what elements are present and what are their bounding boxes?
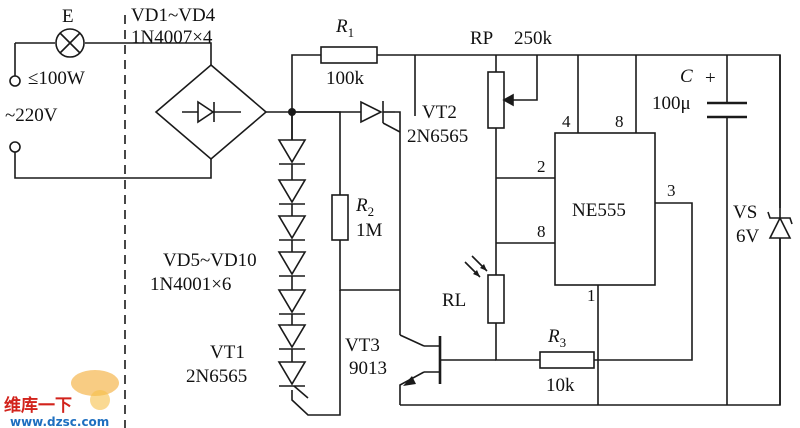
vt2-ref-label: VT2	[422, 102, 457, 123]
diode-icon	[277, 179, 307, 204]
vt3-leads	[424, 345, 440, 373]
lamp-power-label: ≤100W	[28, 68, 85, 89]
lamp-label: E	[62, 6, 74, 27]
vt1-ref-label: VT1	[210, 342, 245, 363]
bridge-rectifier	[154, 63, 268, 161]
scr-vt1-gate	[293, 385, 309, 399]
wire-vt3-collector	[399, 334, 425, 347]
mains-voltage-label: ~220V	[5, 105, 58, 126]
c-ref-label: C	[680, 66, 693, 87]
r1-value-label: 100k	[326, 68, 365, 89]
wire-to-r1	[291, 54, 321, 112]
pin-3-label: 3	[667, 181, 676, 200]
potentiometer-wiper-arrow-icon	[502, 93, 514, 107]
vt3-emitter-arrow-icon	[403, 376, 416, 386]
r2-ref-label: R2	[355, 195, 374, 219]
watermark-logo-face-icon	[90, 390, 110, 410]
mains-terminal-bottom	[9, 141, 21, 153]
resistor-r1	[320, 46, 378, 64]
watermark-url-text: www.dzsc.com	[10, 415, 109, 428]
resistor-r2	[331, 194, 349, 241]
ic-ne555	[554, 132, 656, 286]
wire-lamp-to-bridge	[15, 42, 212, 65]
diode-icon	[277, 251, 307, 276]
diode-icon	[277, 324, 307, 349]
scr-vt2-gate	[382, 122, 401, 133]
pin-1-label: 1	[587, 286, 596, 305]
mains-terminal-top	[9, 75, 21, 87]
bridge-part-label: 1N4007×4	[131, 27, 213, 48]
scr-vt2	[360, 100, 401, 133]
zener-icon	[768, 216, 792, 239]
diode-icon	[277, 289, 307, 314]
bridge-ref-label: VD1~VD4	[131, 5, 216, 26]
vt2-part-label: 2N6565	[407, 126, 468, 147]
wire-r2-bottom	[339, 240, 400, 291]
lamp-e	[55, 28, 85, 58]
wire-terminal-bottom	[14, 152, 212, 179]
scr-vt1-icon	[277, 361, 307, 386]
wire-rp-wiper	[510, 55, 538, 101]
r3-value-label: 10k	[546, 375, 575, 396]
photoresistor-body	[487, 274, 505, 324]
watermark-logo-icon	[71, 370, 119, 396]
wire-pin3-to-r3	[594, 202, 693, 361]
potentiometer-rp	[487, 71, 514, 129]
resistor-r3	[539, 351, 595, 369]
photoresistor-rl	[464, 255, 505, 324]
vt3-ref-label: VT3	[345, 335, 380, 356]
vt3-part-label: 9013	[349, 358, 387, 379]
pin-4-label: 4	[562, 112, 571, 131]
vt1-part-label: 2N6565	[186, 366, 247, 387]
rl-ref-label: RL	[442, 290, 466, 311]
ic-name-label: NE555	[572, 200, 626, 221]
light-arrow-head	[480, 264, 487, 271]
c-polarity-label: +	[705, 68, 716, 89]
rp-ref-label: RP	[470, 28, 493, 49]
labels: E ≤100W ~220V VD1~VD4 1N4007×4 R1 100k R…	[5, 5, 760, 396]
c-value-label: 100μ	[652, 93, 691, 114]
pin-8-side-label: 8	[537, 222, 546, 241]
wire-rl-to-r3	[495, 323, 540, 361]
diode-chain-ref-label: VD5~VD10	[163, 250, 257, 271]
transistor-vt3	[403, 336, 442, 386]
wire-to-r2	[292, 111, 341, 195]
r1-ref-label: R1	[335, 16, 354, 40]
watermark: 维库一下 www.dzsc.com	[4, 370, 119, 428]
light-arrow-head	[473, 270, 480, 277]
potentiometer-body	[487, 71, 505, 129]
lamp-cross	[59, 32, 81, 54]
vs-ref-label: VS	[733, 202, 757, 223]
r3-ref-label: R3	[547, 326, 566, 350]
watermark-brand-text: 维库一下	[4, 395, 72, 416]
capacitor-c	[707, 101, 747, 119]
diode-icon	[277, 215, 307, 240]
wire-chain-bottom	[291, 290, 341, 416]
scr-vt2-icon	[360, 100, 383, 124]
rp-value-label: 250k	[514, 28, 553, 49]
diode-chain-part-label: 1N4001×6	[150, 274, 231, 295]
zener-bar	[767, 211, 793, 225]
zener-vs	[767, 211, 793, 239]
wire-vt3-emitter	[399, 371, 425, 405]
wire-vt2-cathode	[395, 111, 401, 335]
diode-icon	[277, 139, 307, 164]
pin-8-top-label: 8	[615, 112, 624, 131]
vs-value-label: 6V	[736, 226, 760, 247]
pin-2-label: 2	[537, 157, 546, 176]
r2-value-label: 1M	[356, 220, 383, 241]
bridge-diode-icon	[197, 100, 215, 124]
diode-chain	[277, 112, 309, 399]
